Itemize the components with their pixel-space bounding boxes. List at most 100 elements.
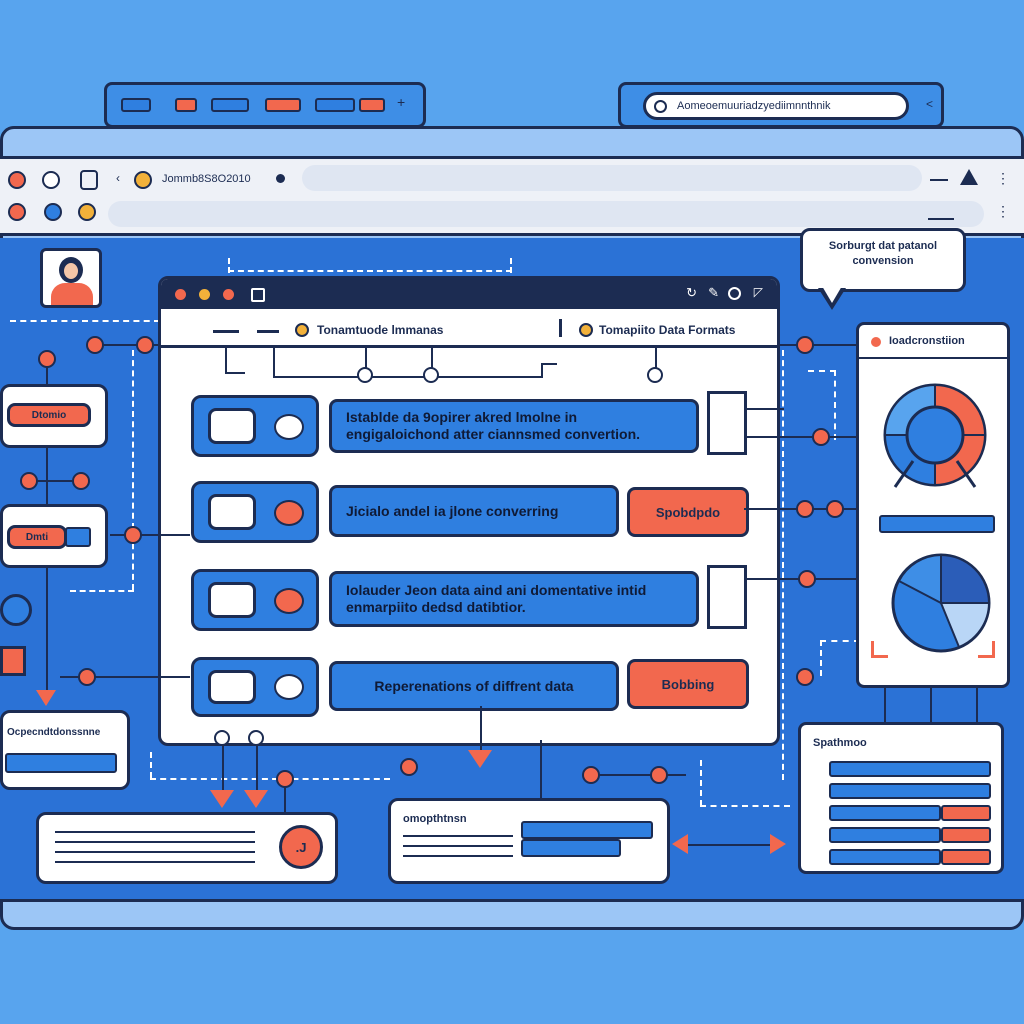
row-icon-card-3[interactable] xyxy=(191,569,319,631)
avatar[interactable] xyxy=(40,248,102,308)
message-icon xyxy=(208,582,256,618)
tree-line xyxy=(541,363,557,365)
refresh-icon[interactable]: ↻ xyxy=(686,285,697,300)
row-icon-card-2[interactable] xyxy=(191,481,319,543)
tab-icon-4[interactable] xyxy=(265,98,301,112)
stats-bar-4-accent[interactable] xyxy=(941,827,991,843)
tab-icon-2[interactable] xyxy=(175,98,197,112)
circle-icon[interactable] xyxy=(42,171,60,189)
mic-icon[interactable] xyxy=(0,594,32,626)
dashed-connector xyxy=(700,760,702,806)
connector-node[interactable] xyxy=(78,668,96,686)
stats-bar-2[interactable] xyxy=(829,783,991,799)
row-text-1[interactable]: Istablde da 9opirer akred lmolne in engi… xyxy=(329,399,699,453)
toolbar-left-label[interactable]: Tonamtuode lmmanas xyxy=(317,323,444,337)
connector-node[interactable] xyxy=(798,570,816,588)
connector-node[interactable] xyxy=(796,336,814,354)
row-button-4[interactable]: Bobbing xyxy=(627,659,749,709)
connector-node[interactable] xyxy=(20,472,38,490)
callout-tail-fill xyxy=(822,286,842,303)
bottom-mid-bar-1[interactable] xyxy=(521,821,653,839)
toolbar-right-label[interactable]: Tomapiito Data Formats xyxy=(599,323,736,337)
connector-node[interactable] xyxy=(400,758,418,776)
connector xyxy=(744,436,858,438)
tab-icon-6[interactable] xyxy=(359,98,385,112)
warning-icon[interactable] xyxy=(960,169,978,185)
panel-leg xyxy=(884,686,886,722)
connector-node[interactable] xyxy=(86,336,104,354)
row-icon-card-1[interactable] xyxy=(191,395,319,457)
app-min-dot[interactable] xyxy=(199,289,210,300)
connector xyxy=(284,776,286,816)
tree-node[interactable] xyxy=(357,367,373,383)
row-text-3[interactable]: Iolauder Jeon data aind ani domentative … xyxy=(329,571,699,627)
app-close-dot[interactable] xyxy=(175,289,186,300)
connector-node[interactable] xyxy=(826,500,844,518)
bookmark-icon[interactable] xyxy=(80,170,98,190)
stats-bar-1[interactable] xyxy=(829,761,991,777)
arrow-left-icon xyxy=(672,834,688,854)
stats-bar-5-accent[interactable] xyxy=(941,849,991,865)
connector xyxy=(480,706,482,756)
toolbar-left-dot xyxy=(295,323,309,337)
bottom-left-badge[interactable]: .J xyxy=(279,825,323,869)
expand-icon[interactable]: ◸ xyxy=(753,285,763,299)
connector-node[interactable] xyxy=(796,500,814,518)
right-panel-bar[interactable] xyxy=(879,515,995,533)
search-input[interactable]: Aomeoemuuriadzyediimnnthnik xyxy=(643,92,909,120)
tree-node[interactable] xyxy=(423,367,439,383)
more-vertical-icon[interactable]: ⋮ xyxy=(996,170,1010,186)
stats-bar-4[interactable] xyxy=(829,827,941,843)
connector-node[interactable] xyxy=(72,472,90,490)
app-max-dot[interactable] xyxy=(223,289,234,300)
connector-node[interactable] xyxy=(812,428,830,446)
dot-orange[interactable] xyxy=(8,203,26,221)
tab-add-icon[interactable]: + xyxy=(397,94,406,110)
row-icon-card-4[interactable] xyxy=(191,657,319,717)
secondary-bar[interactable] xyxy=(108,201,984,227)
pie-chart-icon xyxy=(891,553,991,653)
connector xyxy=(46,448,48,506)
dot-blue[interactable] xyxy=(44,203,62,221)
minimize-icon[interactable] xyxy=(930,179,948,181)
search-icon[interactable] xyxy=(728,287,741,300)
stats-bar-5[interactable] xyxy=(829,849,941,865)
toolbar-right-dot xyxy=(579,323,593,337)
arrow-down-icon xyxy=(210,790,234,808)
chat-bubble-icon xyxy=(274,500,304,526)
favicon xyxy=(134,171,152,189)
left-bottom-bar[interactable] xyxy=(5,753,117,773)
left-badge-top[interactable]: Dtomio xyxy=(7,403,91,427)
tab-icon-1[interactable] xyxy=(121,98,151,112)
bottom-mid-bar-2[interactable] xyxy=(521,839,621,857)
app-tab-icon[interactable] xyxy=(251,288,265,302)
edit-icon[interactable]: ✎ xyxy=(708,285,719,300)
share-icon[interactable]: < xyxy=(925,97,933,111)
doc-icon-1 xyxy=(707,391,747,455)
settings-icon[interactable]: ⋮ xyxy=(996,203,1010,219)
connector-node[interactable] xyxy=(650,766,668,784)
connector-node[interactable] xyxy=(38,350,56,368)
back-icon[interactable]: ‹ xyxy=(116,171,120,185)
stats-bar-3-accent[interactable] xyxy=(941,805,991,821)
row-text-4[interactable]: Reperenations of diffrent data xyxy=(329,661,619,711)
connector-node[interactable] xyxy=(582,766,600,784)
connector-node[interactable] xyxy=(124,526,142,544)
dot-yellow[interactable] xyxy=(78,203,96,221)
address-bar[interactable] xyxy=(302,165,922,191)
row-button-2[interactable]: Spobdpdo xyxy=(627,487,749,537)
left-mid-bar[interactable] xyxy=(65,527,91,547)
text-line xyxy=(403,845,513,847)
close-dot[interactable] xyxy=(8,171,26,189)
tab-icon-3[interactable] xyxy=(211,98,249,112)
tree-node[interactable] xyxy=(647,367,663,383)
connector xyxy=(540,740,542,800)
left-badge-mid[interactable]: Dmti xyxy=(7,525,67,549)
tab-label[interactable]: Jommb8S8O2010 xyxy=(162,173,251,185)
connector-node[interactable] xyxy=(276,770,294,788)
connector-node[interactable] xyxy=(136,336,154,354)
tab-icon-5[interactable] xyxy=(315,98,355,112)
row-text-2[interactable]: Jicialo andel ia jlone converring xyxy=(329,485,619,537)
connector-node[interactable] xyxy=(796,668,814,686)
stats-bar-3[interactable] xyxy=(829,805,941,821)
